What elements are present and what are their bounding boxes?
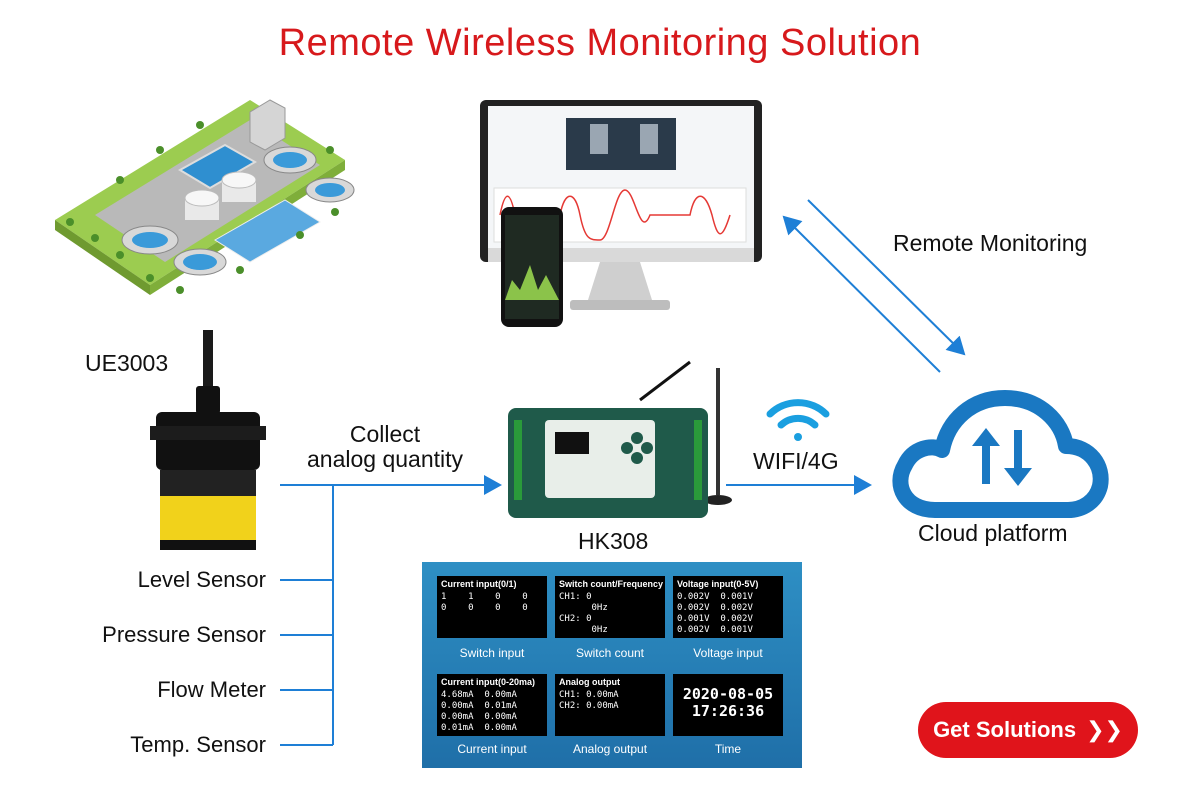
- double-chevron-right-icon: ❯❯: [1086, 717, 1123, 742]
- screen-header: Current input(0-20ma): [441, 677, 536, 687]
- cloud-platform-label: Cloud platform: [918, 520, 1068, 546]
- cloud-upload-download-icon: [892, 390, 1109, 518]
- device-screens-panel: Current input(0/1) 1 1 0 0 0 0 0 0 Switc…: [422, 562, 802, 768]
- sensor-flow-label: Flow Meter: [157, 677, 266, 702]
- screen-switch-input: Current input(0/1) 1 1 0 0 0 0 0 0: [437, 576, 547, 638]
- screen-caption: Switch count: [575, 646, 645, 660]
- screen-voltage-input: Voltage input(0-5V) 0.002V 0.001V 0.002V…: [673, 576, 783, 638]
- get-solutions-button[interactable]: Get Solutions ❯❯: [918, 702, 1138, 758]
- screen-time: 2020-08-05 17:26:36: [673, 674, 783, 736]
- screen-current-input: Current input(0-20ma) 4.68mA 0.00mA 0.00…: [437, 674, 547, 736]
- screen-values: 4.68mA 0.00mA 0.00mA 0.01mA 0.00mA 0.00m…: [441, 690, 517, 733]
- connection-lines: [280, 199, 966, 746]
- sensor-pressure-label: Pressure Sensor: [102, 622, 266, 647]
- hk308-label: HK308: [578, 528, 649, 554]
- screen-datetime: 2020-08-05 17:26:36: [682, 685, 774, 720]
- screen-header: Voltage input(0-5V): [677, 579, 759, 589]
- ue3003-label: UE3003: [85, 350, 169, 376]
- screen-switch-count: Switch count/Frequency CH1: 0 0Hz CH2: 0…: [555, 576, 665, 638]
- screen-header: Switch count/Frequency: [559, 579, 664, 589]
- wifi-4g-label: WIFI/4G: [753, 448, 839, 474]
- get-solutions-label: Get Solutions: [933, 717, 1077, 742]
- screen-caption: Current input: [457, 742, 527, 756]
- screen-values: CH1: 0.00mA CH2: 0.00mA: [559, 690, 619, 711]
- screen-values: 0.002V 0.001V 0.002V 0.002V 0.001V 0.002…: [677, 592, 753, 635]
- remote-monitoring-label: Remote Monitoring: [893, 230, 1088, 256]
- screen-caption: Voltage input: [693, 646, 763, 660]
- ultrasonic-sensor-illustration: [150, 330, 266, 550]
- water-plant-illustration: [55, 99, 355, 295]
- screen-caption: Time: [714, 742, 742, 756]
- screen-caption: Switch input: [459, 646, 525, 660]
- collect-label-line1: Collect: [349, 421, 421, 447]
- sensor-level-label: Level Sensor: [137, 567, 266, 592]
- collect-label-line2: analog quantity: [306, 446, 463, 472]
- screen-analog-output: Analog output CH1: 0.00mA CH2: 0.00mA: [555, 674, 665, 736]
- screen-header: Analog output: [559, 677, 620, 687]
- page-title: Remote Wireless Monitoring Solution: [278, 22, 922, 64]
- screen-header: Current input(0/1): [441, 579, 517, 589]
- wifi-icon: [766, 399, 830, 441]
- hk308-device-illustration: [508, 360, 732, 518]
- screen-values: 1 1 0 0 0 0 0 0: [441, 592, 528, 613]
- sensor-temp-label: Temp. Sensor: [130, 732, 266, 757]
- screen-values: CH1: 0 0Hz CH2: 0 0Hz: [559, 592, 608, 635]
- screen-caption: Analog output: [572, 742, 648, 756]
- collect-label: Collect analog quantity: [290, 422, 480, 472]
- phone-illustration: [501, 207, 563, 327]
